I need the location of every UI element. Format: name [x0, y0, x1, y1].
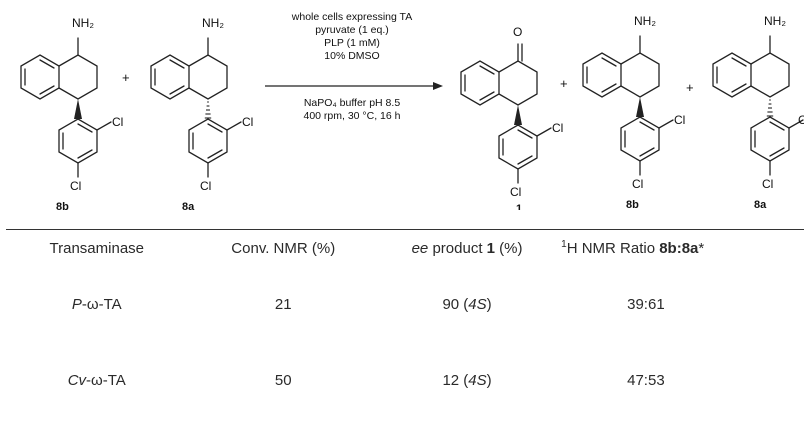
compound-label-8b: 8b: [56, 201, 69, 210]
enzyme-suffix: -ω-TA: [86, 371, 126, 389]
configuration: 4S: [468, 295, 487, 313]
conditions-below: NaPO₄ buffer pH 8.5 400 rpm, 30 °C, 16 h: [303, 97, 400, 122]
molecule-8b-product: NH₂ Cl Cl 8b: [582, 14, 685, 210]
condition-line: 400 rpm, 30 °C, 16 h: [303, 110, 400, 122]
condition-line: NaPO₄ buffer pH 8.5: [304, 97, 400, 109]
chloro-label: Cl: [552, 121, 563, 135]
paren-close: ): [486, 371, 492, 389]
molecule-8a-product: NH₂ Cl Cl 8a: [712, 14, 804, 210]
ketone-oxygen-label: O: [513, 25, 522, 39]
reaction-arrow: [265, 82, 443, 90]
organism-abbrev: P: [71, 295, 82, 313]
amine-label: NH₂: [202, 16, 224, 30]
chloro-label: Cl: [762, 177, 773, 191]
molecule-8b-reactant: NH₂ Cl Cl 8b: [20, 16, 123, 210]
conditions-above: whole cells expressing TA pyruvate (1 eq…: [291, 11, 412, 62]
ee-value: 12 (: [442, 371, 469, 389]
header-text: H NMR Ratio: [566, 240, 660, 257]
header-transaminase: Transaminase: [6, 229, 188, 266]
cell-conversion: 21: [274, 295, 292, 313]
header-text: product: [428, 239, 487, 257]
compound-label-8a: 8a: [754, 199, 767, 210]
condition-line: pyruvate (1 eq.): [315, 24, 389, 36]
cell-transaminase: Cv-ω-TA: [6, 342, 188, 418]
chloro-label: Cl: [510, 185, 521, 199]
chloro-label: Cl: [70, 179, 81, 193]
ratio-value: 39:61: [627, 295, 665, 313]
isotope-superscript: 1: [561, 239, 567, 250]
compound-label-1: 1: [516, 203, 522, 210]
chloro-label: Cl: [242, 115, 253, 129]
footnote-mark: *: [698, 240, 705, 257]
organism-abbrev: Cv: [67, 371, 87, 389]
ee-italic: ee: [411, 239, 429, 257]
header-nmr-ratio: 1H NMR Ratio 8b:8a*: [555, 229, 804, 266]
paren-close: ): [486, 295, 492, 313]
configuration: 4S: [468, 371, 487, 389]
chloro-label: Cl: [112, 115, 123, 129]
ee-value: 90 (: [442, 295, 469, 313]
compound-number: 1: [486, 239, 495, 257]
amine-label: NH₂: [634, 14, 656, 28]
molecule-1-product: O Cl Cl 1: [460, 25, 563, 210]
cell-transaminase: P-ω-TA: [6, 266, 188, 342]
condition-line: PLP (1 mM): [324, 37, 380, 49]
cell-ratio: 47:53: [555, 342, 804, 418]
compound-label-8a: 8a: [182, 201, 195, 210]
header-conversion: Conv. NMR (%): [187, 229, 379, 266]
amine-label: NH₂: [72, 16, 94, 30]
table-row: Cv-ω-TA 50 12 (4S) 47:53: [6, 342, 804, 418]
cell-conversion: 50: [274, 371, 292, 389]
ratio-compounds: 8b:8a: [659, 240, 699, 257]
cell-ratio: 39:61: [555, 266, 804, 342]
table-row: P-ω-TA 21 90 (4S) 39:61: [6, 266, 804, 342]
plus-sign: +: [122, 70, 130, 85]
molecule-8a-reactant: NH₂ Cl Cl 8a: [150, 16, 253, 210]
enzyme-suffix: -ω-TA: [81, 295, 122, 313]
chloro-label: Cl: [674, 113, 685, 127]
ratio-value: 47:53: [627, 371, 665, 389]
results-table: Transaminase Conv. NMR (%) ee product 1 …: [6, 229, 804, 418]
header-ee-product: ee product 1 (%): [378, 229, 556, 266]
amine-label: NH₂: [764, 14, 786, 28]
condition-line: 10% DMSO: [324, 50, 379, 62]
plus-sign: +: [686, 80, 694, 95]
chloro-label: Cl: [798, 113, 804, 127]
cell-ee: 12 (4S): [379, 342, 555, 418]
header-text: (%): [495, 239, 523, 257]
reaction-scheme: NH₂ Cl Cl 8b + NH₂ Cl Cl 8a whole cells …: [20, 11, 804, 210]
condition-line: whole cells expressing TA: [291, 11, 412, 23]
plus-sign: +: [560, 76, 568, 91]
cell-ee: 90 (4S): [379, 266, 555, 342]
chloro-label: Cl: [200, 179, 211, 193]
chloro-label: Cl: [632, 177, 643, 191]
compound-label-8b: 8b: [626, 199, 639, 210]
table-header-row: Transaminase Conv. NMR (%) ee product 1 …: [6, 229, 804, 266]
